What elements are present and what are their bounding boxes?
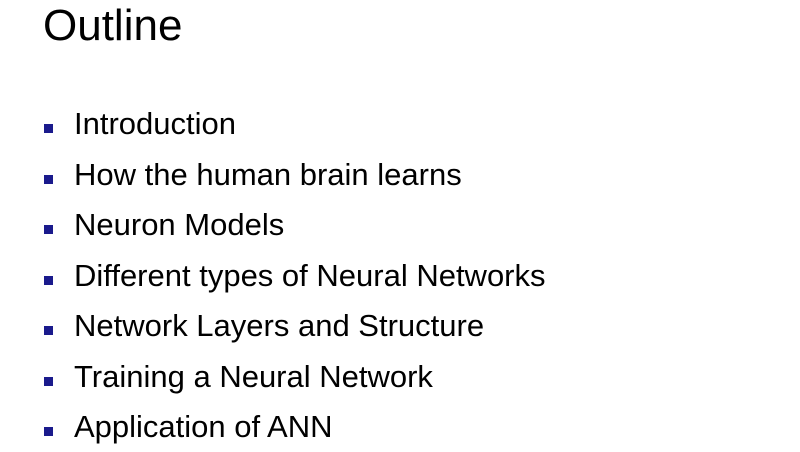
bullet-label: Neuron Models: [74, 207, 285, 242]
bullet-label: How the human brain learns: [74, 156, 462, 192]
bullet-label: Application of ANN: [74, 409, 333, 444]
bullet-label: Network Layers and Structure: [74, 308, 485, 343]
bullet-label: Introduction: [74, 106, 236, 141]
square-bullet-icon: [44, 326, 53, 335]
square-bullet-icon: [44, 376, 53, 386]
slide-title: Outline: [43, 1, 183, 50]
square-bullet-icon: [44, 225, 53, 234]
square-bullet-icon: [44, 427, 53, 436]
square-bullet-icon: [44, 275, 53, 285]
bullet-label: Different types of Neural Networks: [74, 257, 546, 293]
bullet-label: Training a Neural Network: [74, 358, 433, 394]
square-bullet-icon: [44, 174, 53, 184]
square-bullet-icon: [44, 124, 53, 133]
